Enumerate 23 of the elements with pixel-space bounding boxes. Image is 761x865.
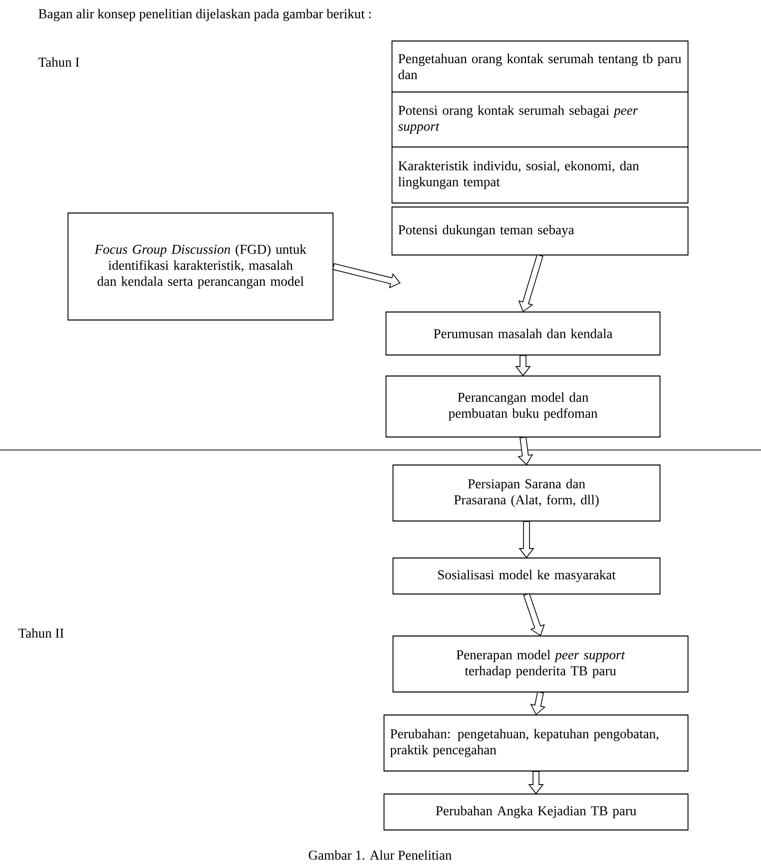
arrow (332, 263, 401, 288)
arrow (530, 691, 546, 716)
process-box: Perubahan Angka Kejadian TB paru (384, 794, 688, 830)
year-label: Tahun II (18, 628, 64, 638)
process-box: Potensi dukungan teman sebaya (392, 206, 688, 256)
arrow (528, 771, 544, 794)
process-box: Pengetahuan orang kontak serumah tentang tb paru dan (392, 40, 688, 92)
arrow (515, 355, 531, 376)
process-box: Perubahan: pengetahuan, kepatuhan pengobatan, praktik pencegahan (384, 714, 688, 772)
process-box: Potensi orang kontak serumah sebagai peer support (392, 92, 688, 148)
year-label: Tahun I (38, 57, 80, 67)
process-box: Karakteristik individu, sosial, ekonomi, dan lingkungan tempat (392, 146, 688, 204)
arrow (518, 436, 534, 466)
process-box: Persiapan Sarana dan Prasarana (Alat, form, dll) (392, 464, 660, 522)
figure-caption: Gambar 1. Alur Penelitian (308, 850, 452, 860)
arrow (518, 521, 534, 558)
process-box: Focus Group Discussion (FGD) untuk identifikasi karakteristik, masalah dan kendala serta perancangan model (68, 212, 334, 320)
arrow (518, 254, 544, 312)
process-box: Perancangan model dan pembuatan buku pedfoman (386, 376, 660, 438)
process-box: Perumusan masalah dan kendala (386, 312, 660, 356)
process-box: Penerapan model peer support terhadap penderita TB paru (392, 636, 688, 692)
intro-text: Bagan alir konsep penelitian dijelaskan pada gambar berikut : (38, 8, 371, 22)
process-box: Sosialisasi model ke masyarakat (392, 558, 660, 594)
